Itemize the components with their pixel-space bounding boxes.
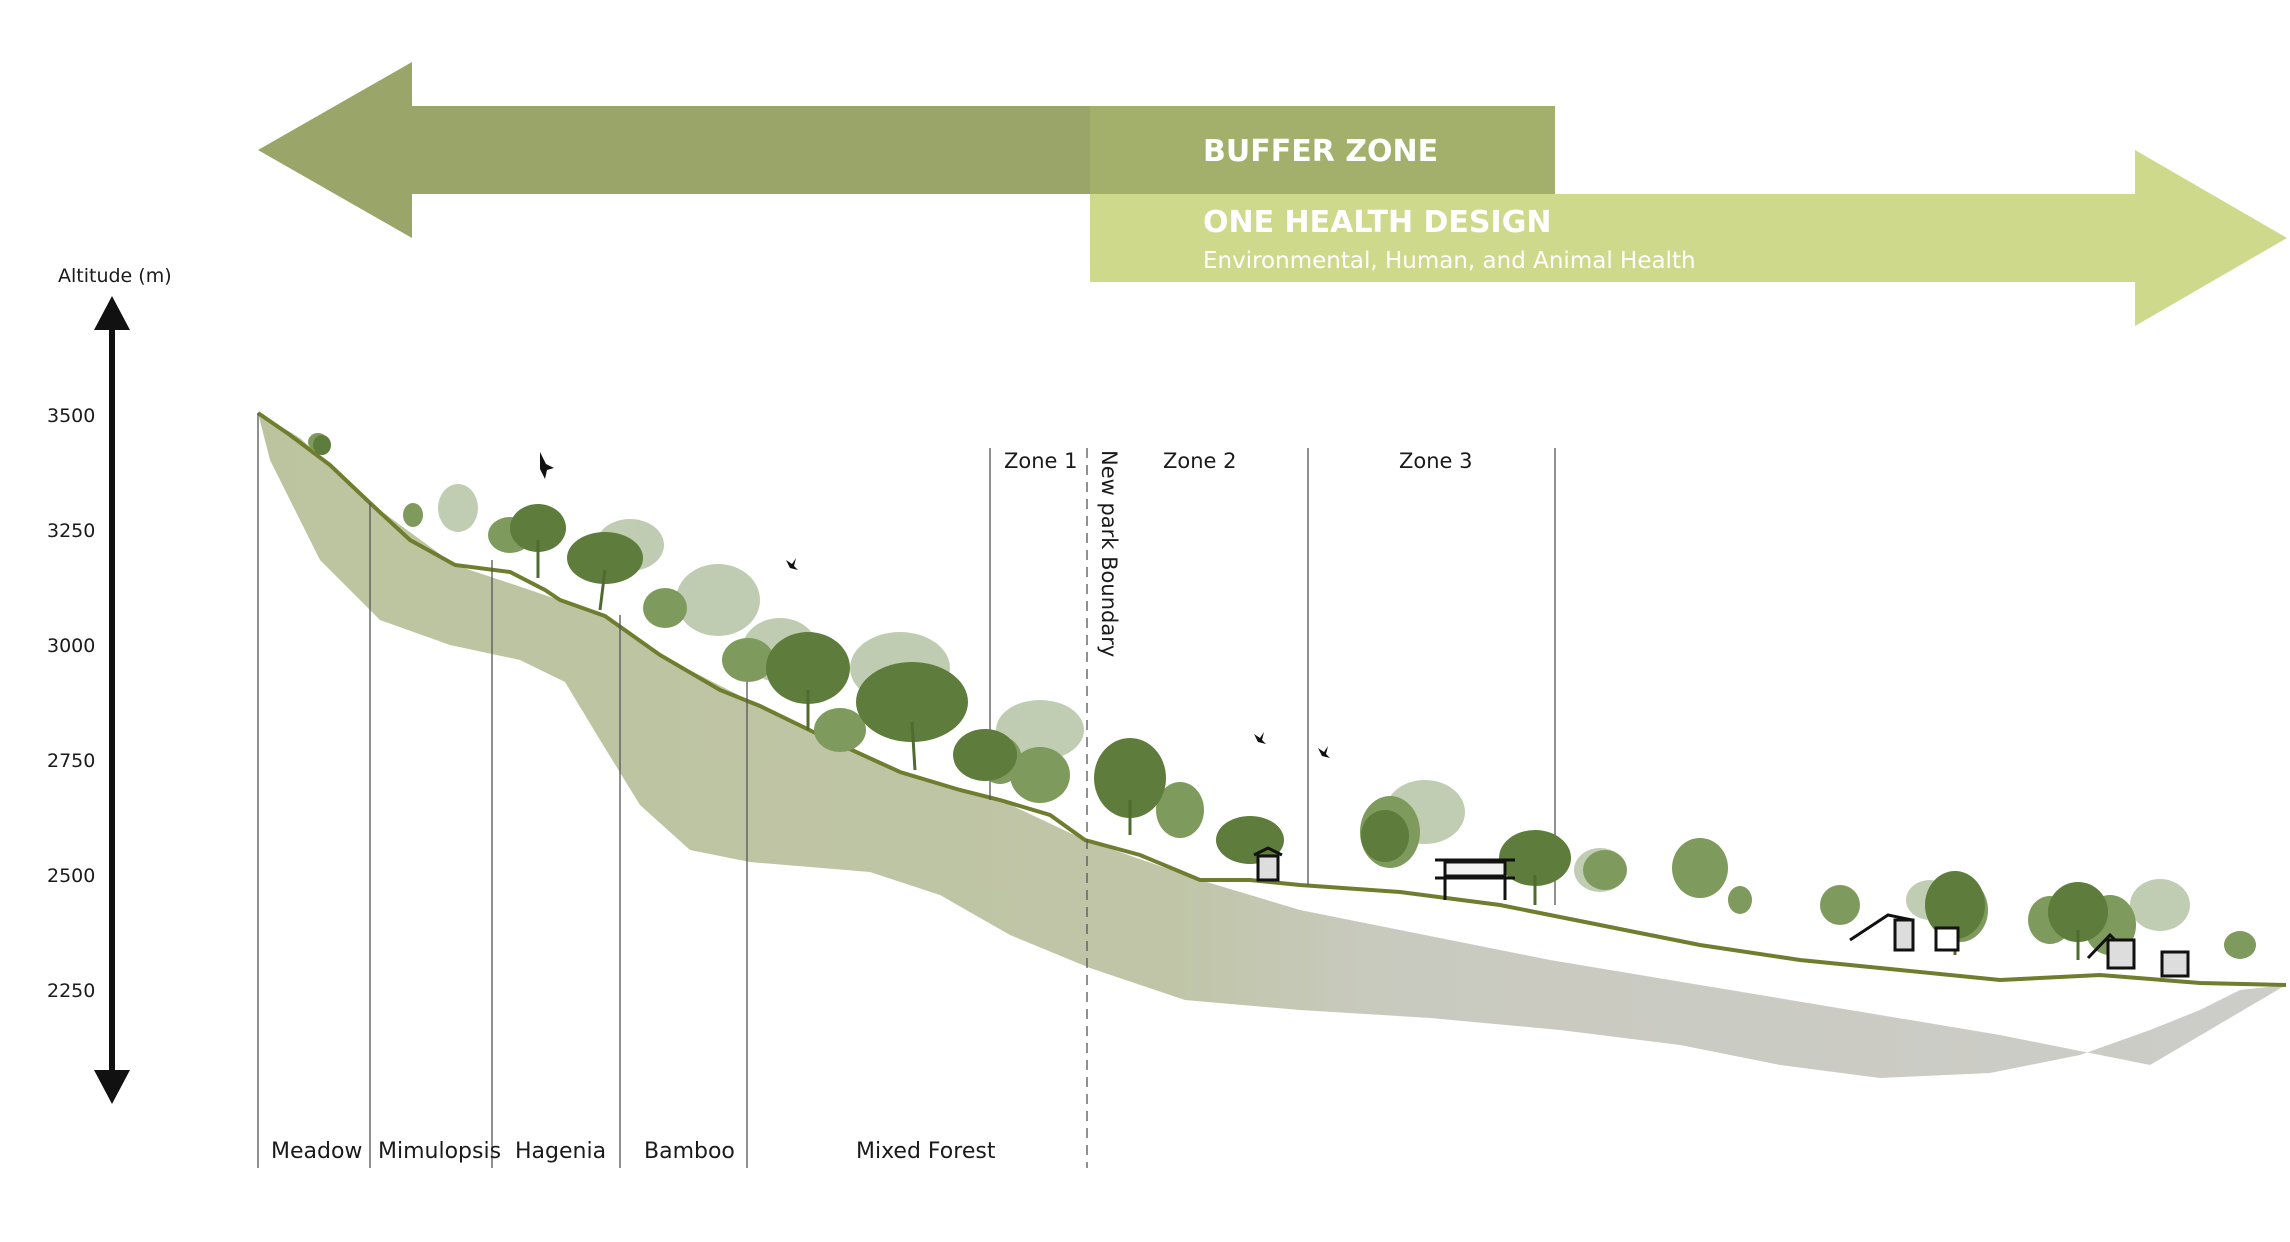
buffer-zone-arrow: BUFFER ZONE [258,62,1555,238]
band-dividers [257,413,1556,1168]
altitude-axis-label: Altitude (m) [58,265,172,287]
band-label: Mixed Forest [856,1139,996,1164]
zone-labels: Zone 1 Zone 2 Zone 3 New park Boundary [1004,449,1473,657]
band-label: Mimulopsis [378,1139,501,1164]
terrain-section [256,411,2287,1078]
band-label: Meadow [271,1139,362,1164]
buildings [1253,846,2190,978]
bird-icon [1254,732,1266,744]
bird-icon [1318,746,1330,758]
axis-arrowhead-up [94,296,130,330]
altitude-tick: 3000 [47,635,95,657]
buffer-zone-band [1090,106,1555,194]
ground-surface-line [256,411,2287,987]
band-label: Bamboo [644,1139,735,1164]
vegetation-band-labels: Meadow Mimulopsis Hagenia Bamboo Mixed F… [271,1139,996,1164]
altitude-axis: Altitude (m) 3500 3250 3000 2750 2500 22… [47,265,172,1104]
altitude-tick: 3250 [47,520,95,542]
buffer-zone-title: BUFFER ZONE [1203,134,1438,169]
one-health-title: ONE HEALTH DESIGN [1203,205,1551,240]
altitude-tick: 3500 [47,405,95,427]
band-label: Hagenia [515,1139,606,1164]
lodge-building [1849,913,1915,952]
soil-section-fill [258,413,2286,1078]
altitude-tick: 2500 [47,865,95,887]
one-health-subtitle: Environmental, Human, and Animal Health [1203,248,1696,274]
bird-icon [540,452,554,479]
foreground-trees [313,435,2108,942]
zone-label: Zone 1 [1004,449,1078,473]
one-health-arrow: ONE HEALTH DESIGN Environmental, Human, … [1090,150,2287,326]
altitude-tick: 2250 [47,980,95,1002]
axis-arrowhead-down [94,1070,130,1104]
small-cabin [1934,926,1960,952]
left-arrow-shape [258,62,1090,238]
park-boundary-label: New park Boundary [1097,450,1121,657]
bird-icon [786,558,798,570]
right-arrow-shape [1090,150,2287,326]
shelter-hut [1253,846,1283,882]
vegetation [308,433,2256,960]
pavilion-building [1435,858,1515,900]
zone-label: Zone 3 [1399,449,1473,473]
birds [540,452,1330,758]
house-building [2086,932,2190,978]
zone-label: Zone 2 [1163,449,1237,473]
altitude-tick: 2750 [47,750,95,772]
